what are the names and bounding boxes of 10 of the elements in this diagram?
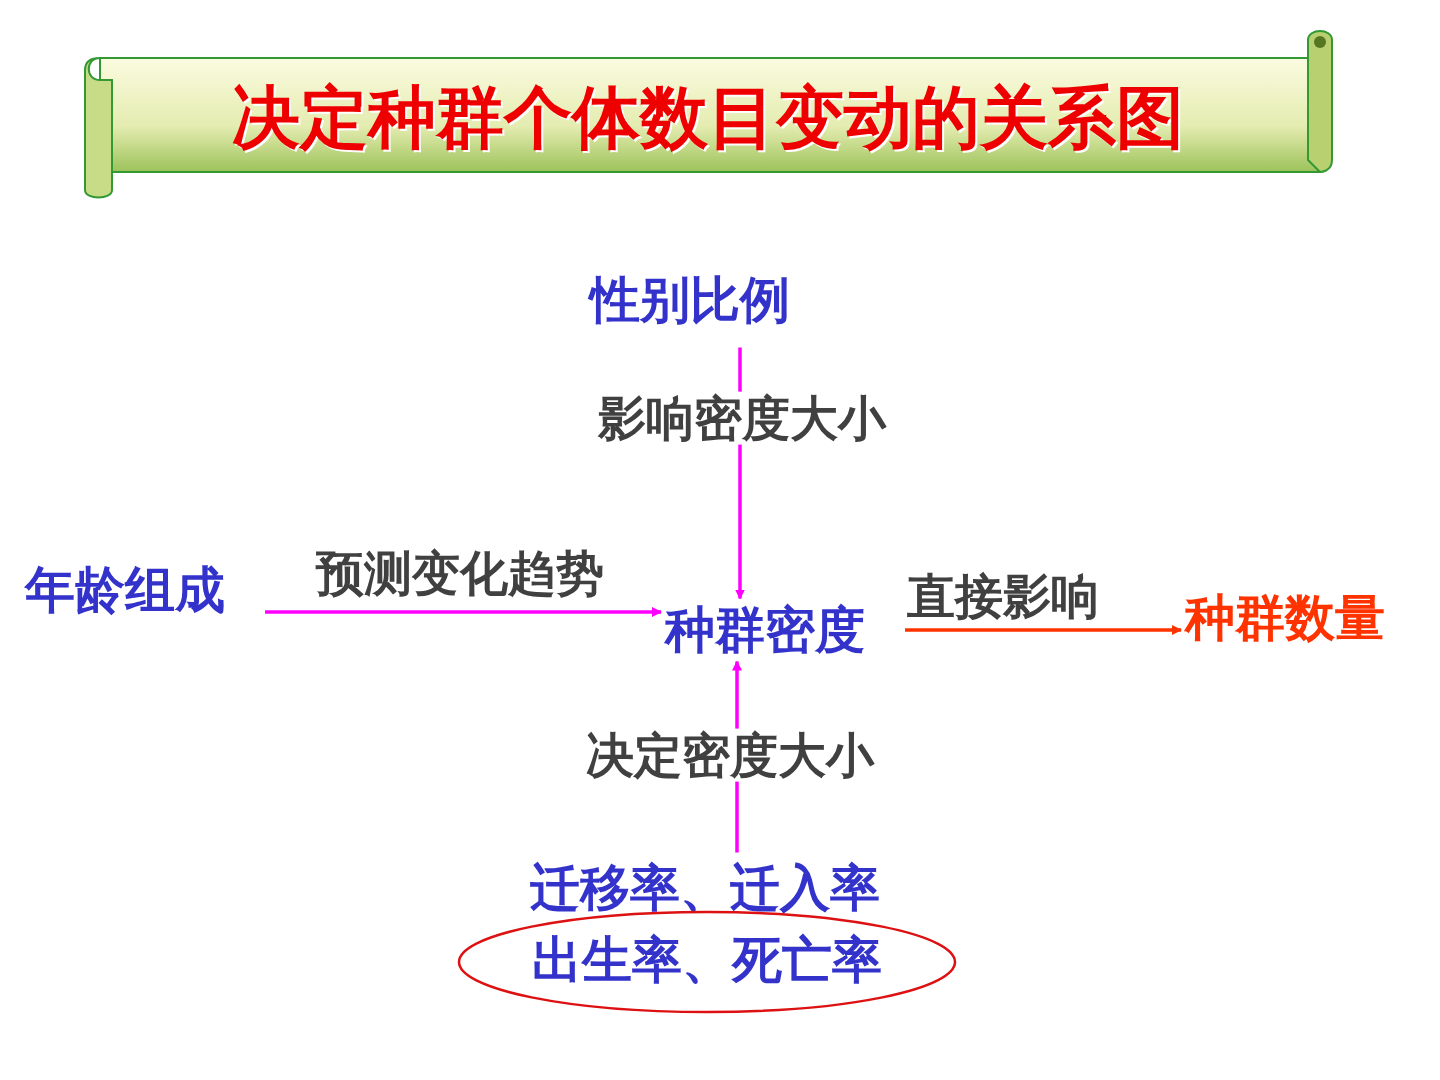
term-text: 出生率、死亡率 bbox=[532, 932, 882, 988]
arrow bbox=[905, 625, 1182, 635]
term-text: 性别比例 bbox=[590, 272, 790, 328]
term-text: 年龄组成 bbox=[25, 562, 225, 618]
edge-label: 影响密度大小 bbox=[594, 391, 890, 445]
term-text: 种群数量 bbox=[1185, 590, 1385, 646]
term-text: 种群密度 bbox=[665, 602, 865, 658]
term-text: 迁移率、迁入率 bbox=[530, 860, 880, 916]
arrow bbox=[265, 607, 662, 617]
title: 决定种群个体数目变动的关系图 bbox=[232, 76, 1184, 159]
